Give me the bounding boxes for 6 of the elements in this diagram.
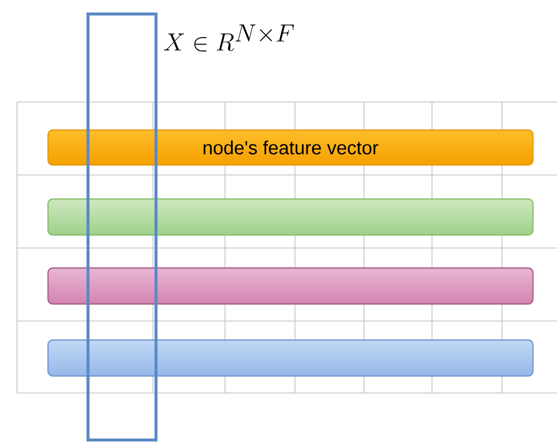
feature-bar	[47, 339, 534, 377]
column-box	[86, 12, 158, 442]
feature-bar	[47, 267, 534, 305]
feature-bar	[47, 198, 534, 236]
formula: $X \in R^{N\times F}$	[164, 24, 294, 52]
feature-bar: node's feature vector	[47, 129, 534, 166]
